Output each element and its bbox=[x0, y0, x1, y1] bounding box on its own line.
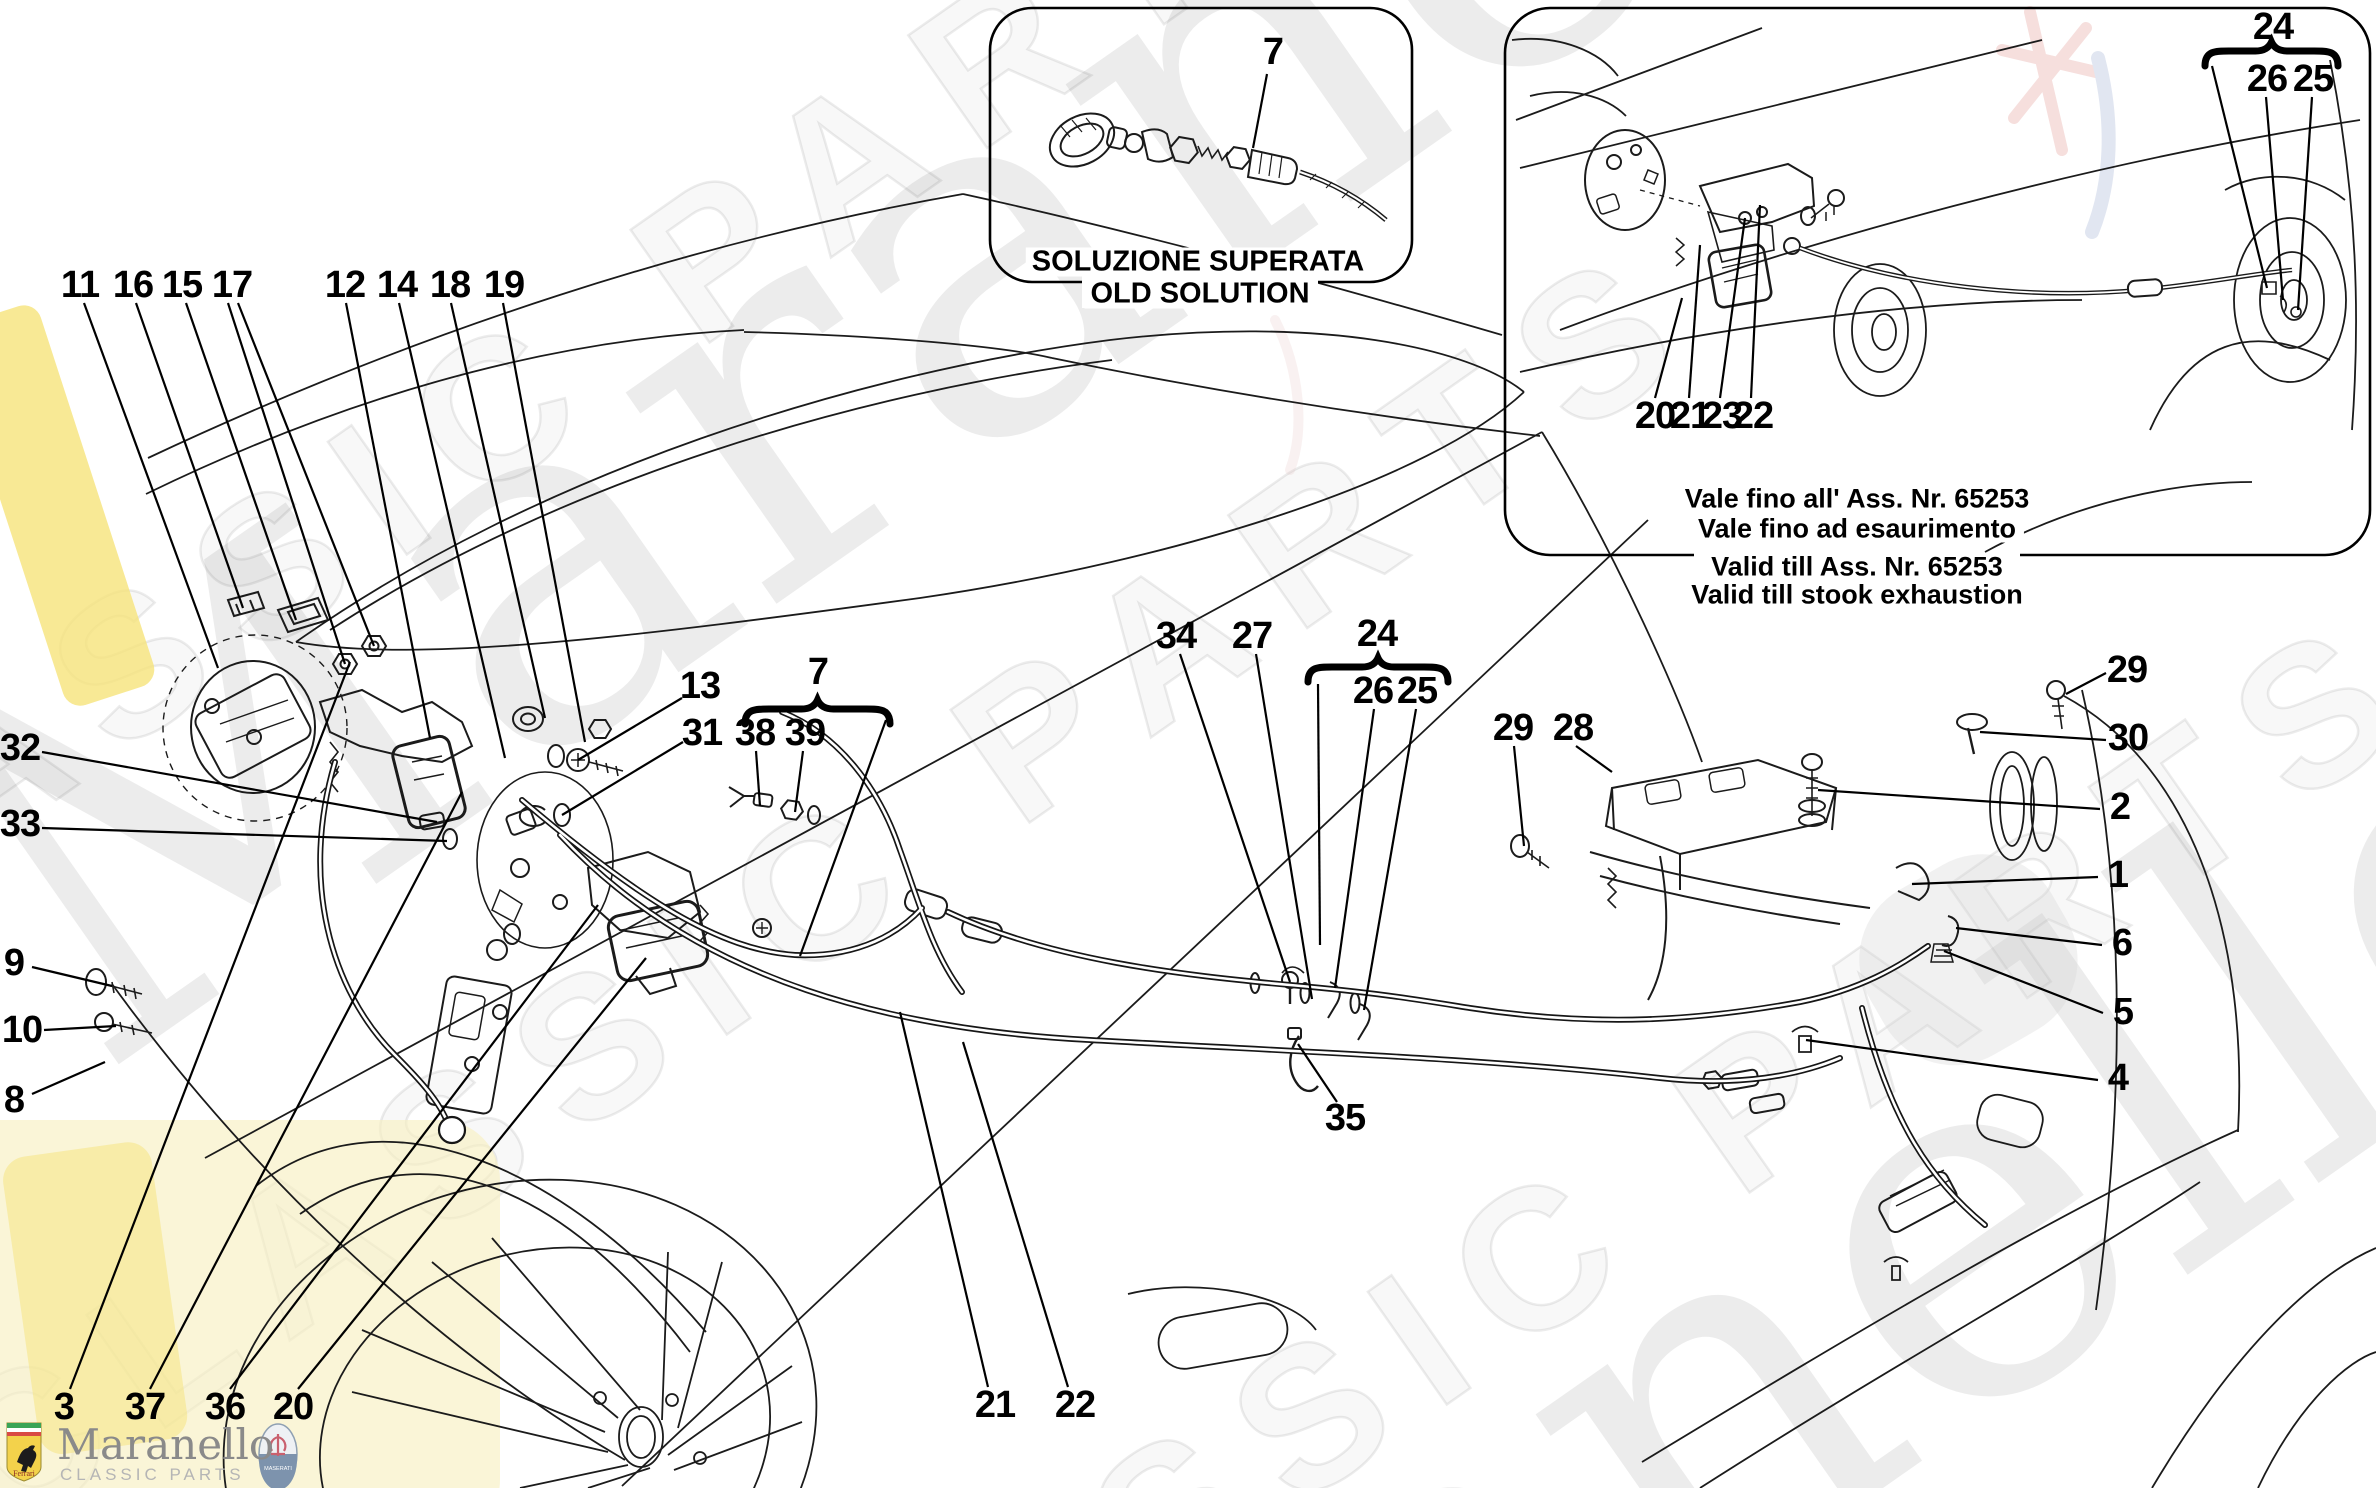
cable-clevis-cluster bbox=[728, 786, 821, 825]
leader-line-27 bbox=[1254, 653, 1314, 1000]
old-solution-title-en: OLD SOLUTION bbox=[1084, 279, 1316, 309]
leader-line-39 bbox=[793, 750, 805, 813]
leader-line-34 bbox=[1178, 653, 1292, 983]
logo-subtitle-text: CLASSIC PARTS bbox=[60, 1465, 245, 1484]
inset-latch-drawing bbox=[1584, 129, 2302, 318]
callout-braces bbox=[741, 33, 2342, 728]
leader-line-29 bbox=[2065, 672, 2107, 695]
callout-brace bbox=[2201, 33, 2342, 70]
leader-line-30 bbox=[1979, 730, 2107, 742]
leader-line-25 bbox=[1362, 708, 1418, 1011]
logo-brand-text: Maranello bbox=[57, 1420, 275, 1469]
ferrari-shield-icon: Ferrari bbox=[6, 1422, 42, 1482]
old-solution-title-it: SOLUZIONE SUPERATA bbox=[1025, 247, 1371, 277]
ferrari-label: Ferrari bbox=[13, 1469, 36, 1478]
leader-line-25 bbox=[2296, 96, 2314, 311]
striker-latch-assembly bbox=[85, 923, 521, 1115]
leader-line-36 bbox=[229, 904, 599, 1390]
leader-line-15 bbox=[184, 302, 298, 621]
leader-line-26 bbox=[2264, 96, 2285, 301]
leader-line-14 bbox=[397, 302, 507, 759]
leader-line-29 bbox=[1512, 745, 1526, 847]
leader-line-20 bbox=[297, 957, 647, 1390]
maserati-oval-icon: MASERATI bbox=[258, 1423, 298, 1488]
leader-line-7 bbox=[798, 719, 888, 957]
leader-line-3 bbox=[68, 661, 352, 1390]
leader-line-28 bbox=[1575, 745, 1613, 773]
validity-line-3: Valid till Ass. Nr. 65253 bbox=[1703, 553, 2011, 581]
leader-line-33 bbox=[41, 826, 448, 843]
leader-line-4 bbox=[1805, 1038, 2099, 1082]
leader-line-18 bbox=[449, 302, 547, 719]
leader-line-11 bbox=[82, 302, 220, 669]
leader-line-37 bbox=[149, 791, 463, 1390]
leader-line-22 bbox=[1749, 204, 1762, 399]
cables bbox=[317, 709, 1988, 1228]
maserati-label: MASERATI bbox=[264, 1466, 292, 1472]
leader-line-26 bbox=[1333, 708, 1376, 989]
leader-line-35 bbox=[1297, 1043, 1338, 1103]
flap-assembly bbox=[162, 590, 624, 850]
leader-line-9 bbox=[31, 965, 113, 988]
leader-line-24 bbox=[2210, 65, 2269, 289]
callout-brace bbox=[741, 691, 894, 728]
leader-line-17 bbox=[236, 302, 376, 647]
leader-line-7 bbox=[1251, 73, 1269, 149]
leader-line-21 bbox=[1687, 244, 1702, 399]
leader-line-23 bbox=[1718, 217, 1747, 399]
leader-line-22 bbox=[961, 1041, 1070, 1388]
left-wheel bbox=[222, 1178, 818, 1488]
right-latch-assembly bbox=[1510, 680, 2066, 1281]
leader-line-32 bbox=[41, 750, 438, 824]
leader-line-6 bbox=[1955, 926, 2103, 947]
validity-line-4: Valid till stook exhaustion bbox=[1683, 581, 2031, 609]
validity-line-1: Vale fino all' Ass. Nr. 65253 bbox=[1676, 485, 2038, 513]
validity-line-2: Vale fino ad esaurimento bbox=[1689, 515, 2025, 543]
logo-graphics: Ferrari MASERATI bbox=[6, 1422, 298, 1488]
leader-line-8 bbox=[31, 1060, 106, 1096]
leader-line-38 bbox=[754, 750, 762, 807]
leader-line-10 bbox=[43, 1024, 117, 1032]
old-cable-drawing bbox=[1048, 112, 1388, 222]
leader-line-31 bbox=[561, 741, 684, 816]
leader-line-20 bbox=[1653, 297, 1684, 399]
leader-line-17 bbox=[226, 302, 347, 665]
leader-line-13 bbox=[577, 697, 683, 761]
leader-line-1 bbox=[1911, 875, 2099, 886]
leader-line-12 bbox=[344, 302, 432, 739]
inset-car-lines bbox=[1511, 27, 2361, 553]
leader-line-2 bbox=[1817, 788, 2101, 811]
car-body-lines bbox=[111, 193, 2376, 1488]
leader-line-5 bbox=[1943, 949, 2104, 1015]
leader-line-19 bbox=[501, 302, 587, 743]
emblem-watermark bbox=[1270, 6, 2116, 475]
callout-brace bbox=[1304, 649, 1452, 686]
leader-line-24 bbox=[1316, 683, 1322, 946]
leader-line-16 bbox=[134, 302, 245, 609]
leader-line-21 bbox=[898, 1011, 990, 1388]
leader-lines bbox=[31, 65, 2314, 1390]
